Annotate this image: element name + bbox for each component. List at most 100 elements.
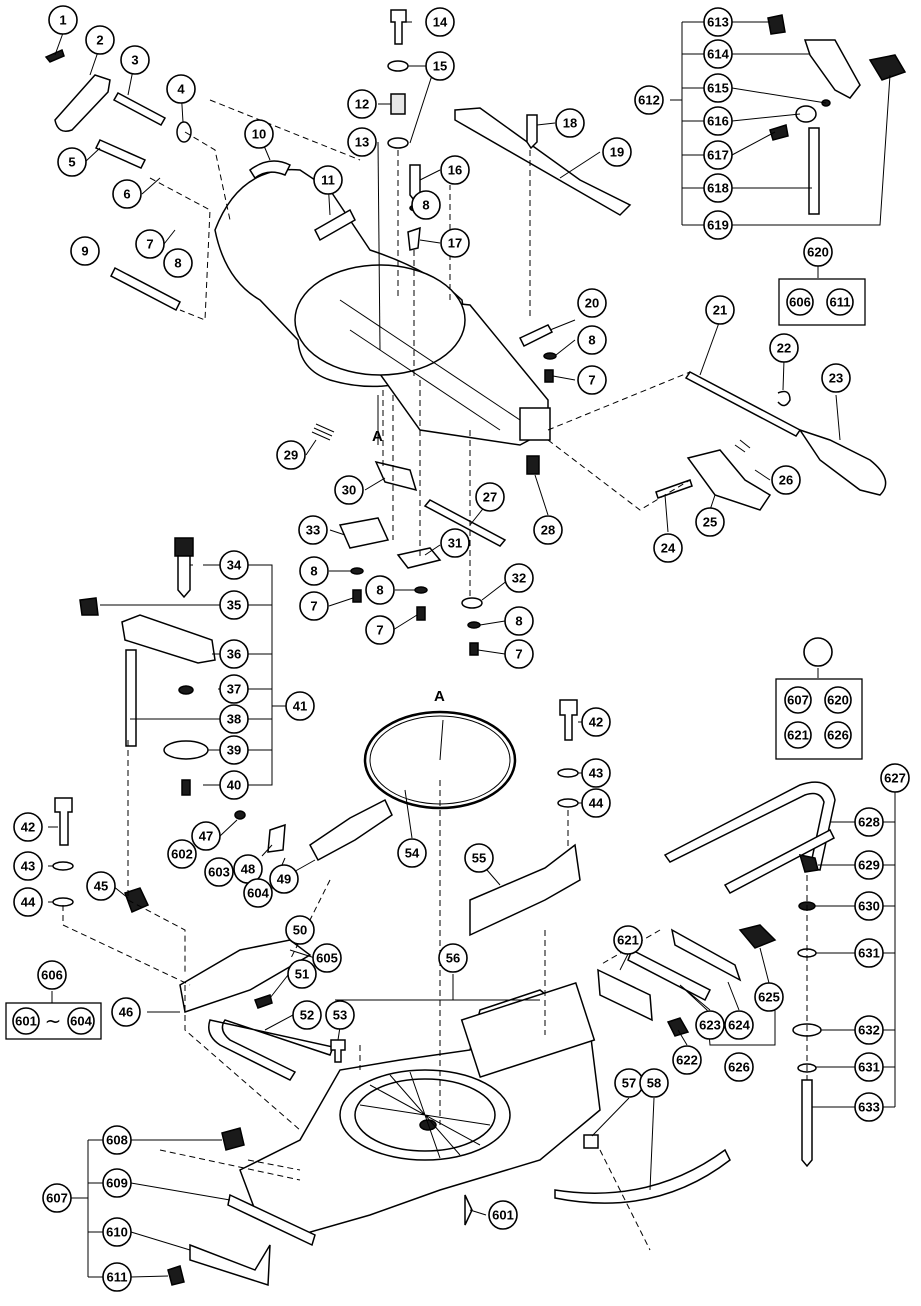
leader-lines bbox=[48, 21, 896, 1278]
callout-number: 34 bbox=[227, 558, 242, 573]
part-callout-17: 17 bbox=[440, 228, 470, 258]
part-callout-603: 603 bbox=[204, 857, 234, 887]
knob-23 bbox=[798, 428, 887, 496]
part-callout-607: 607 bbox=[42, 1183, 72, 1213]
kit-605-from: 601 bbox=[15, 1014, 37, 1029]
callout-circle bbox=[724, 1010, 754, 1040]
callout-circle bbox=[287, 959, 317, 989]
callout-number: 35 bbox=[227, 598, 241, 613]
callout-circle bbox=[48, 5, 78, 35]
part-callout-33: 33 bbox=[298, 515, 328, 545]
callout-number: 55 bbox=[472, 851, 486, 866]
callout-number: 58 bbox=[647, 1076, 661, 1091]
callout-circle bbox=[581, 758, 611, 788]
part-callout-52: 52 bbox=[292, 1000, 322, 1030]
part-callout-618: 618 bbox=[703, 173, 733, 203]
callout-circle bbox=[703, 39, 733, 69]
callout-number: 615 bbox=[707, 81, 729, 96]
callout-circle bbox=[102, 1217, 132, 1247]
part-callout-8: 8 bbox=[577, 325, 607, 355]
callout-circle bbox=[425, 51, 455, 81]
callout-circle bbox=[581, 707, 611, 737]
part-callout-undefined bbox=[803, 637, 833, 667]
part-callout-7: 7 bbox=[577, 365, 607, 395]
handle-25 bbox=[686, 449, 772, 511]
callout-circle bbox=[581, 788, 611, 818]
callout-number: 622 bbox=[676, 1053, 698, 1068]
callout-circle bbox=[504, 563, 534, 593]
callout-number: 7 bbox=[515, 647, 522, 662]
part-callout-7: 7 bbox=[135, 229, 165, 259]
part-callout-18: 18 bbox=[555, 108, 585, 138]
callout-number: 626 bbox=[728, 1060, 750, 1075]
callout-number: 36 bbox=[227, 647, 241, 662]
callout-circle bbox=[854, 1052, 884, 1082]
part-callout-614: 614 bbox=[703, 39, 733, 69]
callout-number: 27 bbox=[483, 490, 497, 505]
callout-circle bbox=[854, 1015, 884, 1045]
callout-number: 19 bbox=[610, 145, 624, 160]
callout-number: 57 bbox=[622, 1076, 636, 1091]
part-callout-31: 31 bbox=[440, 528, 470, 558]
part-callout-20: 20 bbox=[577, 288, 607, 318]
callout-circle bbox=[163, 248, 193, 278]
part-callout-39: 39 bbox=[219, 735, 249, 765]
callout-circle bbox=[102, 1125, 132, 1155]
callout-number: 48 bbox=[241, 862, 255, 877]
rod-21 bbox=[684, 371, 802, 437]
callout-number: 624 bbox=[728, 1018, 750, 1033]
callout-number: 23 bbox=[829, 371, 843, 386]
callout-circle bbox=[42, 1183, 72, 1213]
callout-circle bbox=[613, 925, 643, 955]
kit-605-to: 604 bbox=[70, 1014, 92, 1029]
callout-number: 10 bbox=[252, 127, 266, 142]
kit-605-tilde: ~ bbox=[45, 1009, 62, 1033]
callout-circle bbox=[13, 887, 43, 917]
callout-circle bbox=[204, 857, 234, 887]
part-callout-8: 8 bbox=[299, 556, 329, 586]
part-callout-633: 633 bbox=[854, 1092, 884, 1122]
part-callout-622: 622 bbox=[672, 1045, 702, 1075]
callout-circle bbox=[244, 119, 274, 149]
callout-number: 31 bbox=[448, 536, 462, 551]
part-callout-38: 38 bbox=[219, 704, 249, 734]
callout-circle bbox=[13, 812, 43, 842]
callout-circle bbox=[803, 237, 833, 267]
callout-circle bbox=[803, 637, 833, 667]
callout-circle bbox=[347, 89, 377, 119]
part-callout-8: 8 bbox=[365, 575, 395, 605]
callout-number: 45 bbox=[94, 879, 108, 894]
fence-46 bbox=[179, 939, 312, 1013]
part-callout-4: 4 bbox=[166, 74, 196, 104]
callout-number: 613 bbox=[707, 15, 729, 30]
callout-number: 628 bbox=[858, 815, 880, 830]
part-callout-53: 53 bbox=[325, 1000, 355, 1030]
part-callout-623: 623 bbox=[695, 1010, 725, 1040]
callout-number: 8 bbox=[310, 564, 317, 579]
part-drawings bbox=[44, 9, 907, 1287]
part-callout-58: 58 bbox=[639, 1068, 669, 1098]
callout-circle bbox=[577, 365, 607, 395]
part-callout-23: 23 bbox=[821, 363, 851, 393]
callout-number: 631 bbox=[858, 946, 880, 961]
callout-circle bbox=[269, 864, 299, 894]
callout-number: 20 bbox=[585, 296, 599, 311]
callout-number: 605 bbox=[316, 951, 338, 966]
part-callout-613: 613 bbox=[703, 7, 733, 37]
callout-circle bbox=[488, 1200, 518, 1230]
callout-number: 625 bbox=[758, 990, 780, 1005]
callout-circle bbox=[634, 85, 664, 115]
callout-number: 14 bbox=[433, 15, 448, 30]
part-callout-7: 7 bbox=[365, 615, 395, 645]
part-callout-47: 47 bbox=[191, 821, 221, 851]
callout-number: 52 bbox=[300, 1008, 314, 1023]
part-callout-8: 8 bbox=[504, 606, 534, 636]
callout-number: 602 bbox=[171, 847, 193, 862]
callout-number: 26 bbox=[779, 473, 793, 488]
callout-number: 30 bbox=[342, 483, 356, 498]
callout-circle bbox=[219, 550, 249, 580]
callout-number: 607 bbox=[46, 1191, 68, 1206]
part-callout-609: 609 bbox=[102, 1168, 132, 1198]
part-callout-629: 629 bbox=[854, 850, 884, 880]
callout-number: 629 bbox=[858, 858, 880, 873]
